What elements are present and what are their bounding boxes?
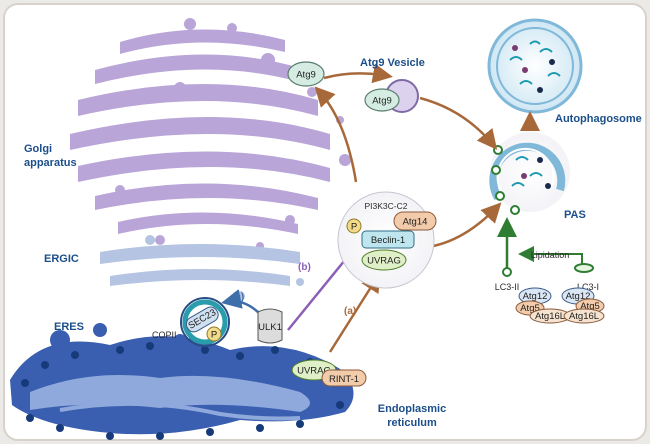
- endoplasmic-reticulum: [10, 323, 354, 440]
- svg-text:Atg9: Atg9: [296, 70, 316, 81]
- svg-text:RINT-1: RINT-1: [329, 374, 359, 385]
- ulk1-protein: ULK1: [257, 308, 283, 344]
- lc3-ii-label: LC3-II: [495, 282, 520, 292]
- pathway-c-label: (c): [232, 292, 244, 303]
- autophagosome-label: Autophagosome: [555, 113, 642, 125]
- atg9-vesicle-label: Atg9 Vesicle: [360, 57, 425, 69]
- beclin1-protein: Beclin-1: [361, 230, 415, 249]
- pas-phagophore: [489, 132, 570, 215]
- svg-text:Atg9: Atg9: [372, 96, 392, 107]
- lc3-ii-molecule: [502, 267, 512, 277]
- phosphate-icon: P: [346, 218, 362, 234]
- pathway-a-label: (a): [344, 306, 356, 317]
- svg-text:UVRAG: UVRAG: [367, 256, 401, 267]
- svg-text:Atg16L: Atg16L: [535, 311, 565, 322]
- ergic-label: ERGIC: [44, 253, 79, 265]
- rint1-protein: RINT-1: [321, 369, 367, 387]
- ergic: [100, 235, 304, 301]
- phosphate-sec23-icon: P: [206, 326, 222, 342]
- uvrag-complex-protein: UVRAG: [361, 249, 407, 271]
- svg-text:ULK1: ULK1: [258, 322, 282, 333]
- copii-vesicle: SEC23 P: [180, 297, 230, 347]
- arrow-a: [328, 271, 381, 353]
- pathway-b-label: (b): [298, 262, 311, 273]
- golgi-label-line2: apparatus: [24, 157, 77, 169]
- golgi-label-line1: Golgi: [24, 143, 52, 155]
- pas-label: PAS: [564, 209, 586, 221]
- arrow-golgi-to-vesicle: [323, 63, 393, 84]
- svg-text:Atg5: Atg5: [580, 301, 600, 312]
- atg-conjugate-left: Atg12 Atg5 Atg16L: [515, 287, 571, 324]
- svg-text:P: P: [351, 222, 357, 233]
- svg-text:Atg16L: Atg16L: [569, 311, 599, 322]
- svg-text:Beclin-1: Beclin-1: [371, 235, 405, 246]
- golgi-apparatus: [70, 18, 351, 250]
- autophagosome: [487, 18, 583, 114]
- arrow-vesicle-to-pas: [419, 96, 498, 150]
- svg-text:Atg5: Atg5: [520, 303, 540, 314]
- eres-label: ERES: [54, 321, 84, 333]
- background-panel: [3, 3, 647, 441]
- pi3k-label: PI3K3C-C2: [365, 201, 408, 211]
- svg-text:Atg14: Atg14: [403, 217, 428, 228]
- lc3-i-label: LC3-I: [577, 282, 599, 292]
- svg-text:Atg12: Atg12: [566, 291, 591, 302]
- er-label-line2: reticulum: [387, 417, 437, 429]
- lipidation-label: Lipidation: [531, 250, 570, 260]
- lc3-i-molecule: [574, 263, 594, 273]
- arrow-lipidation: [518, 246, 583, 266]
- atg-conjugate-right: Atg12 Atg5 Atg16L: [561, 287, 605, 324]
- atg9-vesicle: Atg9: [364, 79, 419, 113]
- svg-text:UVRAG: UVRAG: [297, 366, 331, 377]
- svg-text:Atg12: Atg12: [523, 291, 548, 302]
- copii-label: COPII: [152, 330, 177, 340]
- pi3k-complex: PI3K3C-C2 Atg14 P Beclin-1 UVRAG: [337, 191, 437, 289]
- arrow-complex-to-atg9: [314, 86, 358, 183]
- er-label-line1: Endoplasmic: [378, 403, 446, 415]
- atg9-golgi-protein: Atg9: [287, 61, 325, 87]
- svg-text:P: P: [211, 330, 217, 341]
- atg14-protein: Atg14: [393, 211, 437, 231]
